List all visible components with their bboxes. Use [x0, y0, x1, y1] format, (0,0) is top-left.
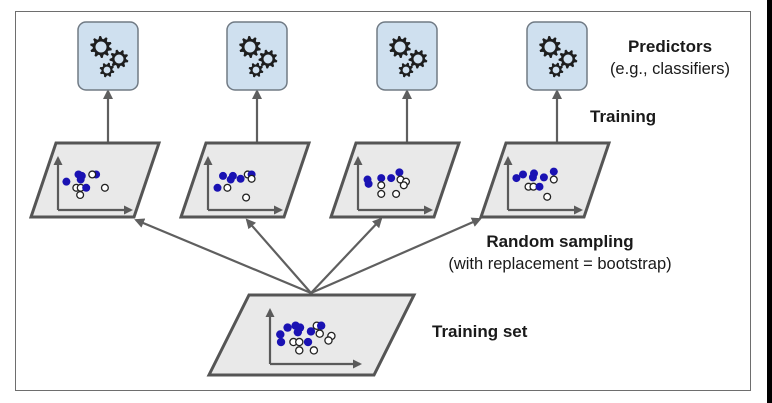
gear-hole [563, 54, 573, 64]
positive-point [219, 171, 227, 180]
positive-point [528, 173, 537, 182]
right-edge-band [767, 0, 772, 403]
negative-point [549, 175, 558, 184]
panel-background [178, 141, 312, 219]
negative-point [247, 174, 256, 183]
random-sampling-title: Random sampling [486, 232, 634, 251]
gear-hole [252, 66, 260, 74]
positive-point [303, 337, 313, 347]
random-sampling-label: Random sampling (with replacement = boot… [430, 231, 690, 275]
training-set [206, 293, 417, 377]
negative-point [315, 329, 324, 338]
positive-point [539, 173, 548, 182]
predictor-box [226, 21, 288, 91]
positive-point [226, 175, 235, 184]
predictor-box-4 [526, 21, 588, 91]
negative-point [295, 337, 304, 347]
negative-point [399, 181, 408, 190]
positive-point [213, 183, 222, 192]
gear-hole [244, 41, 256, 53]
positive-point [512, 174, 521, 183]
sampling-arrow-1 [134, 218, 312, 295]
negative-point [76, 190, 85, 200]
positive-point [82, 183, 91, 192]
positive-point [519, 170, 527, 179]
positive-point [306, 327, 316, 336]
positive-point [316, 321, 326, 330]
sampling-arrows [134, 217, 482, 295]
sampling-arrow-3 [310, 217, 383, 294]
predictor-box-2 [226, 21, 288, 91]
gear-hole [263, 54, 273, 64]
gear-hole [394, 41, 406, 53]
predictors [77, 21, 588, 91]
negative-point [309, 346, 319, 355]
gear-hole [402, 66, 410, 74]
positive-point [377, 174, 386, 183]
negative-point [100, 183, 109, 192]
positive-point [535, 182, 544, 191]
sampling-arrow-4 [310, 217, 482, 295]
sampling-arrow-2 [245, 218, 312, 294]
gear-hole [544, 41, 556, 53]
gear-hole [95, 41, 107, 53]
gear-hole [413, 54, 423, 64]
positive-point [276, 330, 285, 339]
training-set-panel [206, 293, 417, 377]
predictor-box [376, 21, 438, 91]
predictors-subtitle: (e.g., classifiers) [609, 60, 731, 78]
predictor-box [77, 21, 139, 91]
positive-point [293, 327, 303, 337]
positive-point [387, 174, 396, 183]
negative-point [295, 346, 304, 355]
bootstrap-samples [28, 141, 612, 219]
positive-point [549, 167, 558, 176]
negative-point [223, 183, 232, 192]
predictors-label: Predictors (e.g., classifiers) [585, 36, 755, 80]
predictor-box [526, 21, 588, 91]
gear-hole [103, 66, 111, 74]
gear-hole [114, 54, 124, 64]
negative-point [242, 193, 251, 202]
negative-point [543, 192, 552, 201]
negative-point [88, 170, 97, 179]
predictors-title: Predictors [627, 37, 713, 56]
positive-point [76, 175, 85, 184]
panel-background [28, 141, 162, 219]
negative-point [392, 189, 401, 198]
training-arrows [103, 89, 562, 143]
bootstrap-sample-1 [28, 141, 162, 219]
negative-point [377, 181, 386, 190]
predictor-box-3 [376, 21, 438, 91]
gear-hole [552, 66, 560, 74]
positive-point [62, 177, 71, 186]
negative-point [377, 189, 386, 198]
training-set-label: Training set [432, 322, 528, 341]
positive-point [395, 168, 404, 177]
bootstrap-sample-4 [478, 141, 612, 219]
training-label: Training [590, 107, 657, 126]
positive-point [276, 337, 286, 347]
random-sampling-subtitle: (with replacement = bootstrap) [448, 255, 672, 273]
predictor-box-1 [77, 21, 139, 91]
positive-point [236, 174, 245, 183]
negative-point [324, 336, 333, 345]
bootstrap-sample-3 [328, 141, 462, 219]
bootstrap-sample-2 [178, 141, 312, 219]
positive-point [283, 323, 292, 332]
panel-background [328, 141, 462, 219]
positive-point [364, 179, 373, 188]
